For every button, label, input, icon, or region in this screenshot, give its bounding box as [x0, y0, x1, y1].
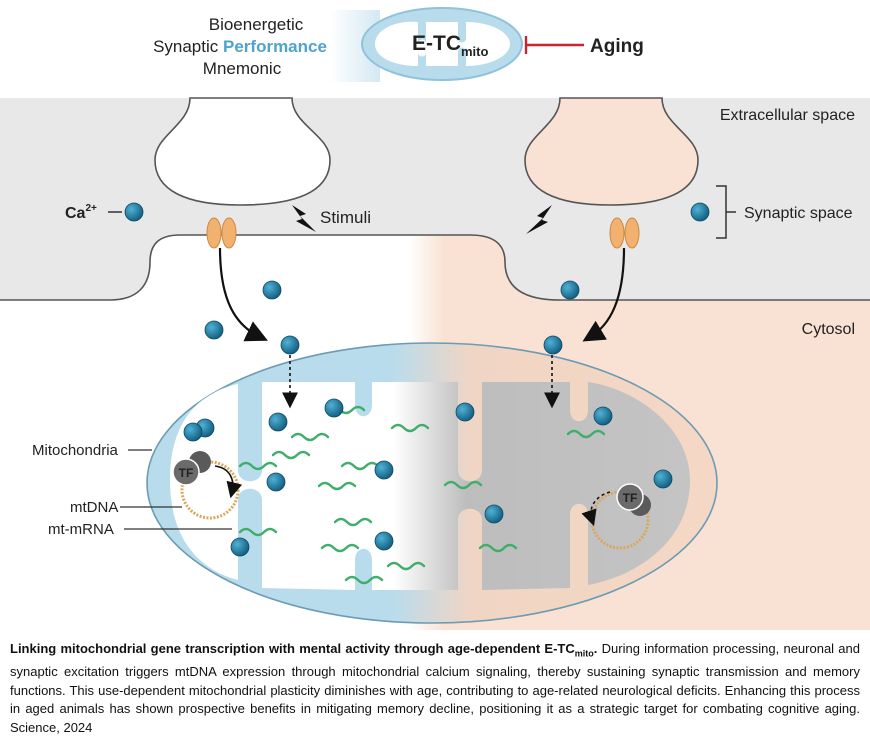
mt-mrna-strand [478, 543, 518, 553]
influx-arrow-young [218, 247, 268, 342]
figure-caption: Linking mitochondrial gene transcription… [10, 640, 860, 737]
calcium-ion [262, 280, 282, 300]
header-line-bioenergetic: Bioenergetic [209, 15, 304, 34]
synaptic-bracket [716, 185, 736, 239]
calcium-ion [543, 335, 563, 355]
calcium-ion [324, 398, 344, 418]
tf-protein-young [172, 458, 200, 486]
extracellular-label: Extracellular space [720, 107, 855, 124]
mtmrna-label: mt-mRNA [48, 521, 114, 538]
calcium-ion [484, 504, 504, 524]
calcium-ion [560, 280, 580, 300]
header-line-performance: Synaptic Performance [153, 37, 327, 56]
synaptic-label: Synaptic space [744, 205, 853, 222]
influx-arrow-aged [582, 247, 626, 342]
etc-mito-cristae-icon [375, 21, 510, 66]
etc-mito-label: E-TCmito [412, 32, 489, 59]
mt-mrna-strand [238, 461, 278, 471]
lightning-icon-aged [526, 205, 552, 234]
calcium-ion-group [124, 202, 710, 557]
calcium-ion [268, 412, 288, 432]
calcium-ion [266, 472, 286, 492]
cytosol-label: Cytosol [802, 321, 855, 338]
postsynaptic-membrane [0, 234, 870, 301]
calcium-ion [183, 422, 203, 442]
transcription-arrow-aged [581, 491, 611, 527]
transcription-arrow-young [214, 465, 243, 499]
mt-mrna-strand [443, 480, 483, 490]
mt-mrna-strand [390, 423, 430, 433]
calcium-ion [280, 335, 300, 355]
mitochondria-label: Mitochondria [32, 442, 119, 459]
lightning-icon-young [292, 205, 316, 232]
calcium-ion [230, 537, 250, 557]
mt-mrna-strand [566, 429, 606, 439]
mt-mrna-strand [271, 450, 311, 460]
ion-channel-aged-a [609, 217, 625, 249]
presynaptic-terminal-young [154, 97, 331, 206]
calcium-ion [690, 202, 710, 222]
mt-mrna-group [238, 405, 606, 585]
caption-body: During information processing, neuronal … [10, 641, 860, 735]
ca-label: Ca2+ [65, 203, 97, 222]
header-line-mnemonic: Mnemonic [203, 59, 282, 78]
ion-channel-young-b [221, 217, 237, 249]
mt-mrna-strand [238, 527, 278, 537]
mt-mrna-strand [317, 481, 357, 491]
mt-mrna-strand [290, 432, 330, 442]
mt-mrna-strand [320, 543, 360, 553]
aging-label: Aging [590, 36, 644, 57]
mtdna-label: mtDNA [70, 499, 118, 516]
calcium-ion [593, 406, 613, 426]
mt-mrna-strand [344, 575, 384, 585]
calcium-ion [204, 320, 224, 340]
mt-mrna-strand [386, 561, 426, 571]
stimuli-label: Stimuli [320, 208, 371, 227]
mitochondria-diagram: E-TCmito Bioenergetic Synaptic Performan… [0, 7, 870, 630]
calcium-ion [124, 202, 144, 222]
header-beam [330, 10, 380, 82]
ion-channel-aged-b [624, 217, 640, 249]
tf-protein-aged [616, 483, 644, 511]
mt-mrna-strand [340, 461, 380, 471]
calcium-ion [455, 402, 475, 422]
mt-mrna-strand [333, 517, 373, 527]
calcium-ion [653, 469, 673, 489]
tf-label-young: TF [179, 466, 194, 480]
presynaptic-terminal-aged [524, 97, 699, 206]
caption-title: Linking mitochondrial gene transcription… [10, 641, 598, 659]
tf-label-aged: TF [623, 491, 638, 505]
calcium-ion [374, 460, 394, 480]
calcium-ion [374, 531, 394, 551]
ion-channel-young-a [206, 217, 222, 249]
